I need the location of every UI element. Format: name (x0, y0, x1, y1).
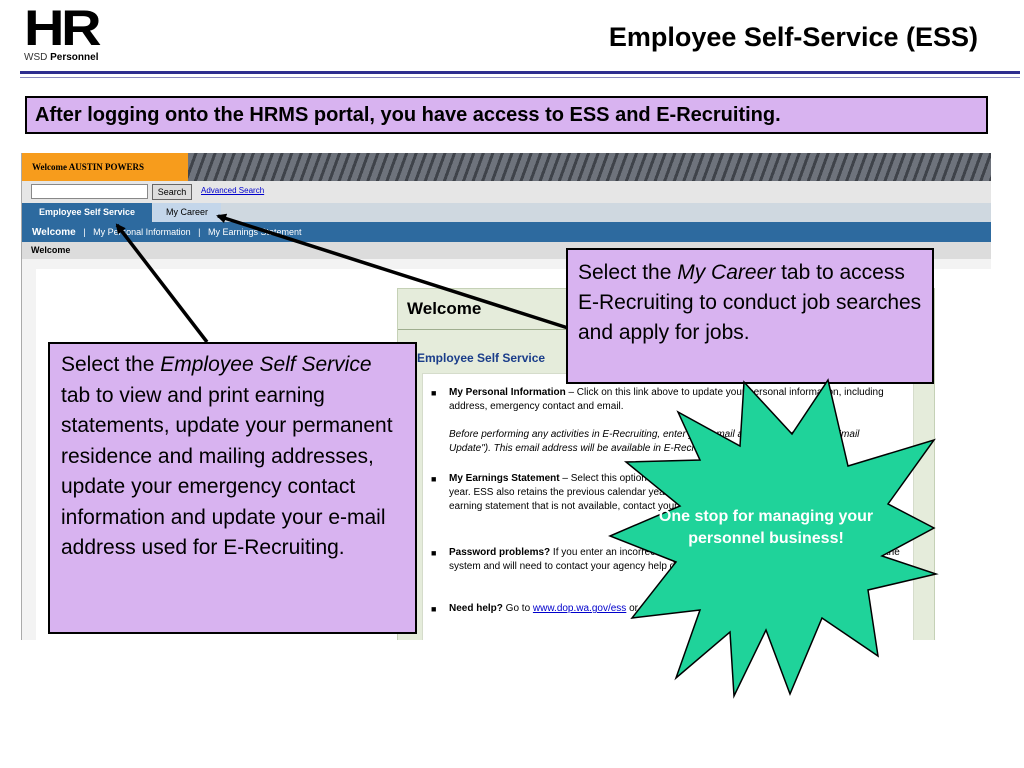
title-rule-thin (20, 77, 1020, 78)
page-title: Employee Self-Service (ESS) (608, 22, 978, 52)
tab-my-career[interactable]: My Career (153, 203, 221, 222)
ess-callout: Select the Employee Self Service tab to … (48, 342, 417, 634)
logo-main-text: HR (24, 0, 102, 56)
ess-help-link[interactable]: www.dop.wa.gov/ess (532, 603, 627, 614)
list-item: ■ Password problems? If you enter an inc… (431, 546, 901, 574)
list-item: ■ My Personal Information – Click on thi… (431, 386, 901, 414)
portal-search-input[interactable] (31, 184, 148, 199)
callout-emphasis: My Career (677, 261, 776, 284)
logo-sub-bold: Personnel (50, 52, 99, 63)
title-rule-thick (20, 71, 1020, 74)
welcome-panel-title: Welcome (407, 299, 482, 318)
starburst-text: One stop for managing your personnel bus… (658, 508, 874, 547)
callout-emphasis: Employee Self Service (160, 353, 372, 376)
hr-logo: HR WSD Personnel (24, 3, 116, 64)
tab-employee-self-service[interactable]: Employee Self Service (22, 203, 152, 222)
item-heading[interactable]: My Earnings Statement (449, 473, 560, 484)
callout-text: tab to access E-Recruiting to conduct jo… (578, 261, 922, 344)
subnav-my-earnings-statement[interactable]: My Earnings Statement (207, 227, 302, 237)
item-note: Before performing any activities in E-Re… (449, 429, 860, 454)
intro-banner: After logging onto the HRMS portal, you … (25, 96, 988, 134)
list-item: ■ Need help? Go to www.dop.wa.gov/ess or… (431, 602, 901, 616)
portal-advanced-search-link[interactable]: Advanced Search (201, 186, 265, 195)
callout-text: Select the (578, 261, 678, 284)
item-heading[interactable]: My Personal Information (449, 387, 566, 398)
subnav-my-personal-information[interactable]: My Personal Information (93, 227, 191, 237)
bullet-icon: ■ (431, 474, 437, 484)
list-item: Before performing any activities in E-Re… (431, 428, 901, 456)
portal-header-graphic (188, 153, 991, 181)
callout-text: Select the (61, 353, 161, 376)
portal-search-bar: Search Advanced Search (22, 181, 991, 204)
portal-subnav: Welcome | My Personal Information | My E… (22, 222, 991, 242)
logo-sub-prefix: WSD (24, 52, 48, 63)
callout-text: tab to view and print earning statements… (61, 383, 393, 560)
my-career-callout: Select the My Career tab to access E-Rec… (566, 248, 934, 384)
bullet-icon: ■ (431, 548, 437, 558)
portal-search-button[interactable]: Search (152, 184, 192, 200)
item-text: Go to (502, 603, 533, 614)
portal-tabs: Employee Self Service My Career (22, 203, 991, 222)
logo-subtext: WSD Personnel (24, 52, 116, 63)
bullet-icon: ■ (431, 604, 437, 614)
item-heading: Need help? (449, 603, 503, 614)
portal-welcome-user: Welcome AUSTIN POWERS (22, 153, 188, 181)
item-heading: Password problems? (449, 547, 551, 558)
item-text: or contact your agency help desk. (626, 603, 779, 614)
bullet-icon: ■ (431, 388, 437, 398)
welcome-panel-subtitle: Employee Self Service (417, 351, 546, 365)
subnav-welcome[interactable]: Welcome (32, 227, 76, 238)
